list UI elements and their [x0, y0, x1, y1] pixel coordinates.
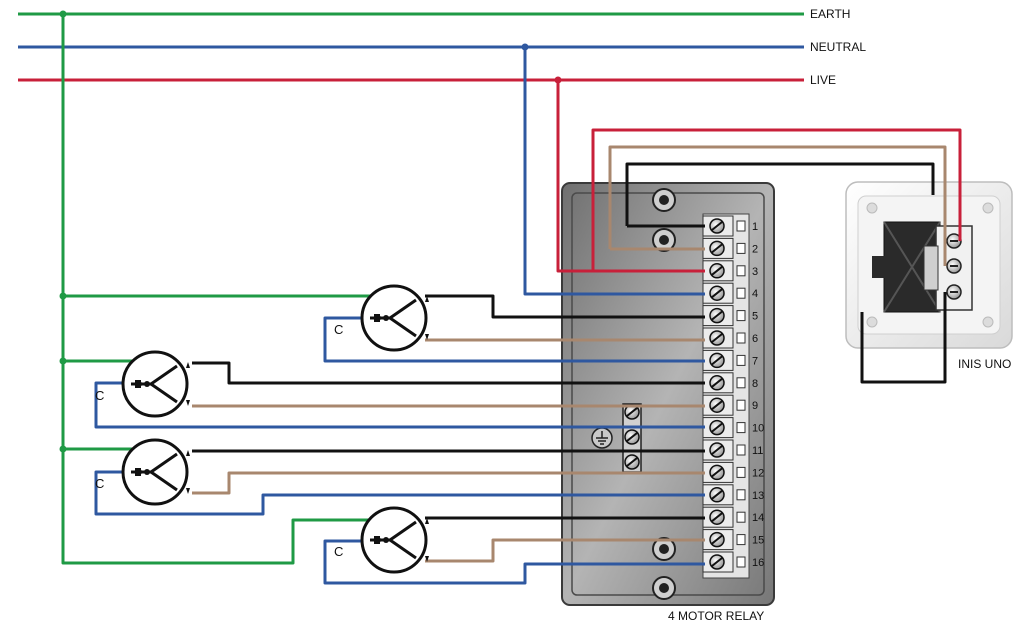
earth-symbol-icon [591, 427, 613, 449]
terminal-13: 13 [702, 484, 764, 506]
mounting-hole-icon [652, 228, 676, 252]
up-arrow-icon [186, 450, 190, 456]
terminal-1: 1 [702, 215, 758, 237]
terminal-number: 2 [752, 243, 758, 255]
down-arrow-icon [425, 556, 429, 562]
mounting-hole-icon [652, 188, 676, 212]
terminal-3: 3 [702, 260, 758, 282]
motor-icon [360, 506, 428, 574]
neutral-label: NEUTRAL [810, 40, 866, 54]
motor-2: C [95, 350, 190, 418]
terminal-number: 10 [752, 423, 764, 435]
motor3-blue-wire [94, 470, 705, 516]
terminal-number: 14 [752, 512, 764, 524]
terminal-number: 4 [752, 288, 758, 300]
motor1-black-wire [425, 294, 705, 319]
terminal-15: 15 [702, 529, 764, 551]
motor-3: C [95, 438, 190, 506]
terminal-2: 2 [702, 237, 758, 259]
switch-screw-icon [946, 258, 962, 274]
terminal-8: 8 [702, 372, 758, 394]
terminal-number: 6 [752, 333, 758, 345]
supply-lines [18, 12, 804, 82]
terminal-number: 16 [752, 557, 764, 569]
terminal-number: 11 [752, 445, 763, 457]
motor2-blue-wire [94, 381, 705, 429]
mounting-hole-icon [652, 537, 676, 561]
terminal-number: 3 [752, 266, 758, 278]
motor3-brown-wire [192, 471, 705, 495]
live-feed-wire [556, 80, 705, 273]
terminal-number: 13 [752, 490, 764, 502]
relay-caption: 4 MOTOR RELAY [668, 609, 764, 623]
terminal-14: 14 [702, 506, 764, 528]
motors: C C C C [95, 284, 429, 574]
motor4-brown-wire [425, 538, 705, 563]
switch-return-wire [860, 292, 947, 384]
switch-brown-wire [608, 145, 947, 266]
switch-black-wire [625, 162, 935, 226]
common-label: C [95, 476, 104, 491]
motor4-blue-wire [323, 539, 705, 585]
switch-screw-icon [946, 284, 962, 300]
switch-caption: INIS UNO [958, 357, 1011, 371]
wires [61, 14, 962, 585]
up-arrow-icon [425, 296, 429, 302]
motor-icon [121, 438, 189, 506]
live-label: LIVE [810, 73, 836, 87]
switch-live-wire [591, 128, 962, 271]
motor-icon [360, 284, 428, 352]
terminal-number: 8 [752, 378, 758, 390]
terminal-number: 1 [752, 221, 758, 233]
terminal-number: 9 [752, 400, 758, 412]
terminal-7: 7 [702, 349, 758, 371]
down-arrow-icon [186, 400, 190, 406]
terminal-number: 15 [752, 535, 764, 547]
earth-screw-icon [624, 454, 640, 470]
terminal-9: 9 [702, 394, 758, 416]
terminal-5: 5 [702, 305, 758, 327]
earth-drop-wire [61, 14, 392, 565]
motor1-blue-wire [323, 316, 705, 363]
terminal-number: 12 [752, 467, 764, 479]
terminal-16: 16 [702, 551, 764, 573]
up-arrow-icon [186, 362, 190, 368]
terminal-6: 6 [702, 327, 758, 349]
earth-screw-icon [624, 429, 640, 445]
terminal-11: 11 [702, 439, 763, 461]
terminal-4: 4 [702, 282, 758, 304]
down-arrow-icon [425, 334, 429, 340]
motor2-black-wire [192, 361, 705, 385]
mounting-hole-icon [652, 576, 676, 600]
up-arrow-icon [425, 518, 429, 524]
switch-screw-icon [946, 233, 962, 249]
common-label: C [95, 388, 104, 403]
motor-4: C [334, 506, 429, 574]
motor-1: C [334, 284, 429, 352]
common-label: C [334, 322, 343, 337]
terminal-number: 7 [752, 355, 758, 367]
motor-icon [121, 350, 189, 418]
earth-label: EARTH [810, 7, 850, 21]
switch-plate [845, 181, 1013, 349]
junction-dots [59, 10, 562, 453]
terminal-10: 10 [702, 417, 764, 439]
common-label: C [334, 544, 343, 559]
neutral-feed-wire [523, 47, 705, 296]
terminal-number: 5 [752, 311, 758, 323]
earth-screw-icon [624, 404, 640, 420]
down-arrow-icon [186, 488, 190, 494]
